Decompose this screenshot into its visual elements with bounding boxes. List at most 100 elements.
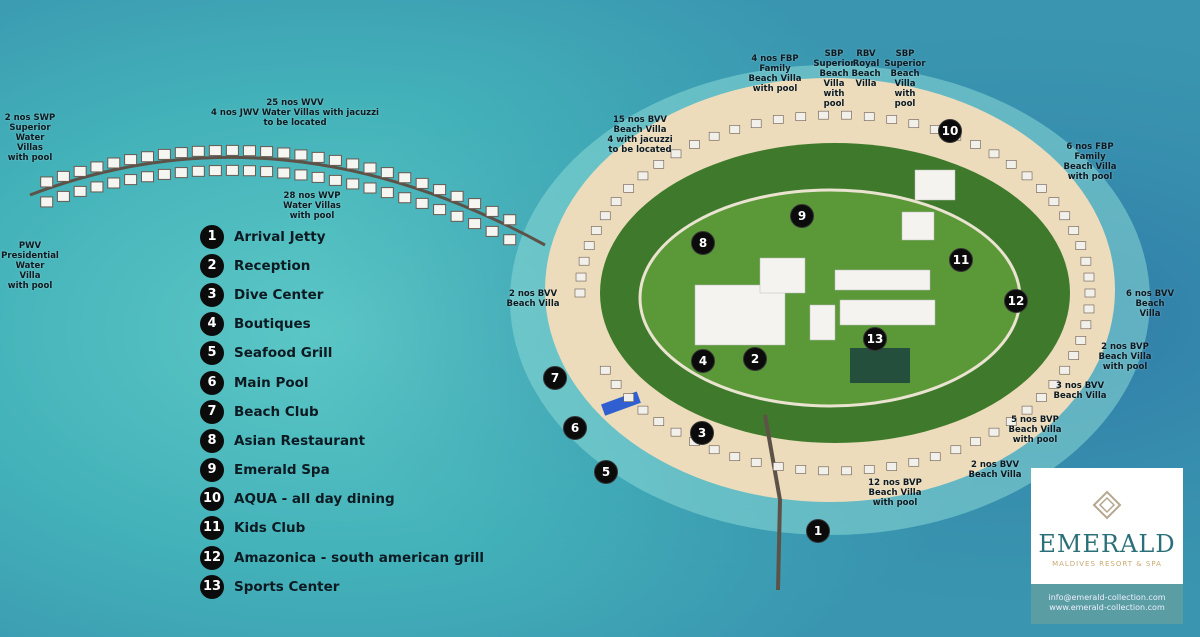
water-villa: [124, 154, 138, 166]
water-villa: [191, 145, 205, 157]
villa-label: RBV Royal Beach Villa: [851, 49, 881, 89]
water-villa: [56, 170, 70, 182]
water-villa: [174, 147, 188, 159]
beach-villa: [772, 115, 784, 124]
map-marker-6[interactable]: 6: [563, 416, 587, 440]
water-villa: [328, 174, 342, 186]
beach-villa: [575, 272, 587, 282]
legend-number-badge: 9: [200, 458, 224, 483]
villa-label: 4 nos FBP Family Beach Villa with pool: [748, 54, 802, 94]
legend-number-badge: 7: [200, 399, 224, 424]
beach-villa: [610, 379, 622, 389]
villa-label: 12 nos BVP Beach Villa with pool: [868, 478, 922, 508]
emerald-emblem-icon: [1092, 490, 1122, 520]
legend-label: Kids Club: [234, 520, 306, 537]
map-marker-7[interactable]: 7: [543, 366, 567, 390]
water-villa: [363, 182, 377, 194]
map-marker-4[interactable]: 4: [691, 349, 715, 373]
beach-villa: [637, 171, 649, 181]
beach-villa: [653, 160, 665, 169]
villa-label: 6 nos BVV Beach Villa: [1125, 289, 1175, 319]
legend-label: Boutiques: [234, 316, 311, 333]
contact-email[interactable]: info@emerald-collection.com: [1048, 593, 1166, 602]
beach-villa: [795, 112, 807, 121]
beach-villa: [708, 131, 720, 141]
map-marker-9[interactable]: 9: [790, 204, 814, 228]
contact-website[interactable]: www.emerald-collection.com: [1049, 603, 1165, 612]
water-villa: [415, 177, 429, 189]
beach-villa: [729, 452, 741, 461]
legend-number-badge: 8: [200, 428, 224, 453]
beach-villa: [1021, 405, 1033, 415]
beach-villa: [1084, 288, 1096, 298]
water-villa: [260, 166, 274, 178]
beach-villa: [1059, 365, 1071, 375]
map-marker-5[interactable]: 5: [594, 460, 618, 484]
legend-label: Beach Club: [234, 403, 319, 420]
beach-villa: [1035, 184, 1047, 193]
villa-label: 2 nos BVV Beach Villa: [506, 289, 560, 309]
villa-label: SBP Superior Beach Villa with pool: [813, 49, 855, 109]
villa-label: 25 nos WVV 4 nos JWV Water Villas with j…: [211, 98, 379, 128]
villa-label: 2 nos BVP Beach Villa with pool: [1098, 342, 1152, 372]
villa-label: PWV Presidential Water Villa with pool: [1, 241, 59, 291]
water-villa: [157, 148, 171, 160]
beach-villa: [988, 427, 1000, 437]
beach-villa: [1005, 417, 1017, 426]
water-villa: [346, 178, 360, 190]
brand-name: EMERALD: [1038, 530, 1176, 558]
water-villa: [40, 176, 54, 188]
beach-villa: [818, 110, 829, 120]
water-villa: [503, 234, 517, 246]
beach-villa: [772, 462, 784, 471]
brand-tagline: MALDIVES RESORT & SPA: [1052, 560, 1162, 568]
water-villa: [433, 204, 447, 216]
beach-villa: [1068, 351, 1080, 360]
beach-villa: [1083, 272, 1095, 282]
villa-label: 6 nos FBP Family Beach Villa with pool: [1063, 142, 1117, 182]
water-villa: [107, 157, 121, 169]
beach-villa: [599, 365, 611, 375]
beach-villa: [750, 457, 762, 467]
beach-villa: [623, 393, 635, 402]
water-villa: [346, 158, 360, 170]
map-marker-13[interactable]: 13: [863, 327, 887, 351]
water-villa: [56, 190, 70, 202]
beach-villa: [1035, 393, 1047, 402]
beach-villas: [574, 110, 1096, 476]
water-villa: [277, 147, 291, 159]
beach-villa: [729, 125, 741, 134]
water-villa: [450, 190, 464, 202]
beach-villa: [610, 197, 622, 207]
beach-villa: [818, 466, 829, 476]
map-marker-3[interactable]: 3: [690, 421, 714, 445]
map-marker-11[interactable]: 11: [949, 248, 973, 272]
legend-label: Dive Center: [234, 286, 324, 303]
map-marker-10[interactable]: 10: [938, 119, 962, 143]
villa-label: 28 nos WVP Water Villas with pool: [283, 191, 341, 221]
water-villas: [40, 144, 517, 246]
water-villa: [294, 169, 308, 181]
map-marker-2[interactable]: 2: [743, 347, 767, 371]
beach-villa: [1005, 160, 1017, 169]
legend-number-badge: 10: [200, 487, 224, 512]
water-villa: [328, 154, 342, 166]
beach-villa: [863, 112, 875, 121]
beach-villa: [863, 465, 875, 474]
beach-villa: [1083, 304, 1095, 314]
legend-number-badge: 2: [200, 253, 224, 278]
beach-villa: [1068, 226, 1080, 235]
map-marker-1[interactable]: 1: [806, 519, 830, 543]
map-marker-8[interactable]: 8: [691, 231, 715, 255]
legend-number-badge: 11: [200, 516, 224, 541]
water-villa: [485, 205, 499, 217]
beach-villa: [1075, 336, 1087, 345]
map-marker-12[interactable]: 12: [1004, 289, 1028, 313]
legend-number-badge: 4: [200, 312, 224, 337]
water-villa: [208, 165, 222, 177]
beach-villa: [841, 110, 852, 120]
